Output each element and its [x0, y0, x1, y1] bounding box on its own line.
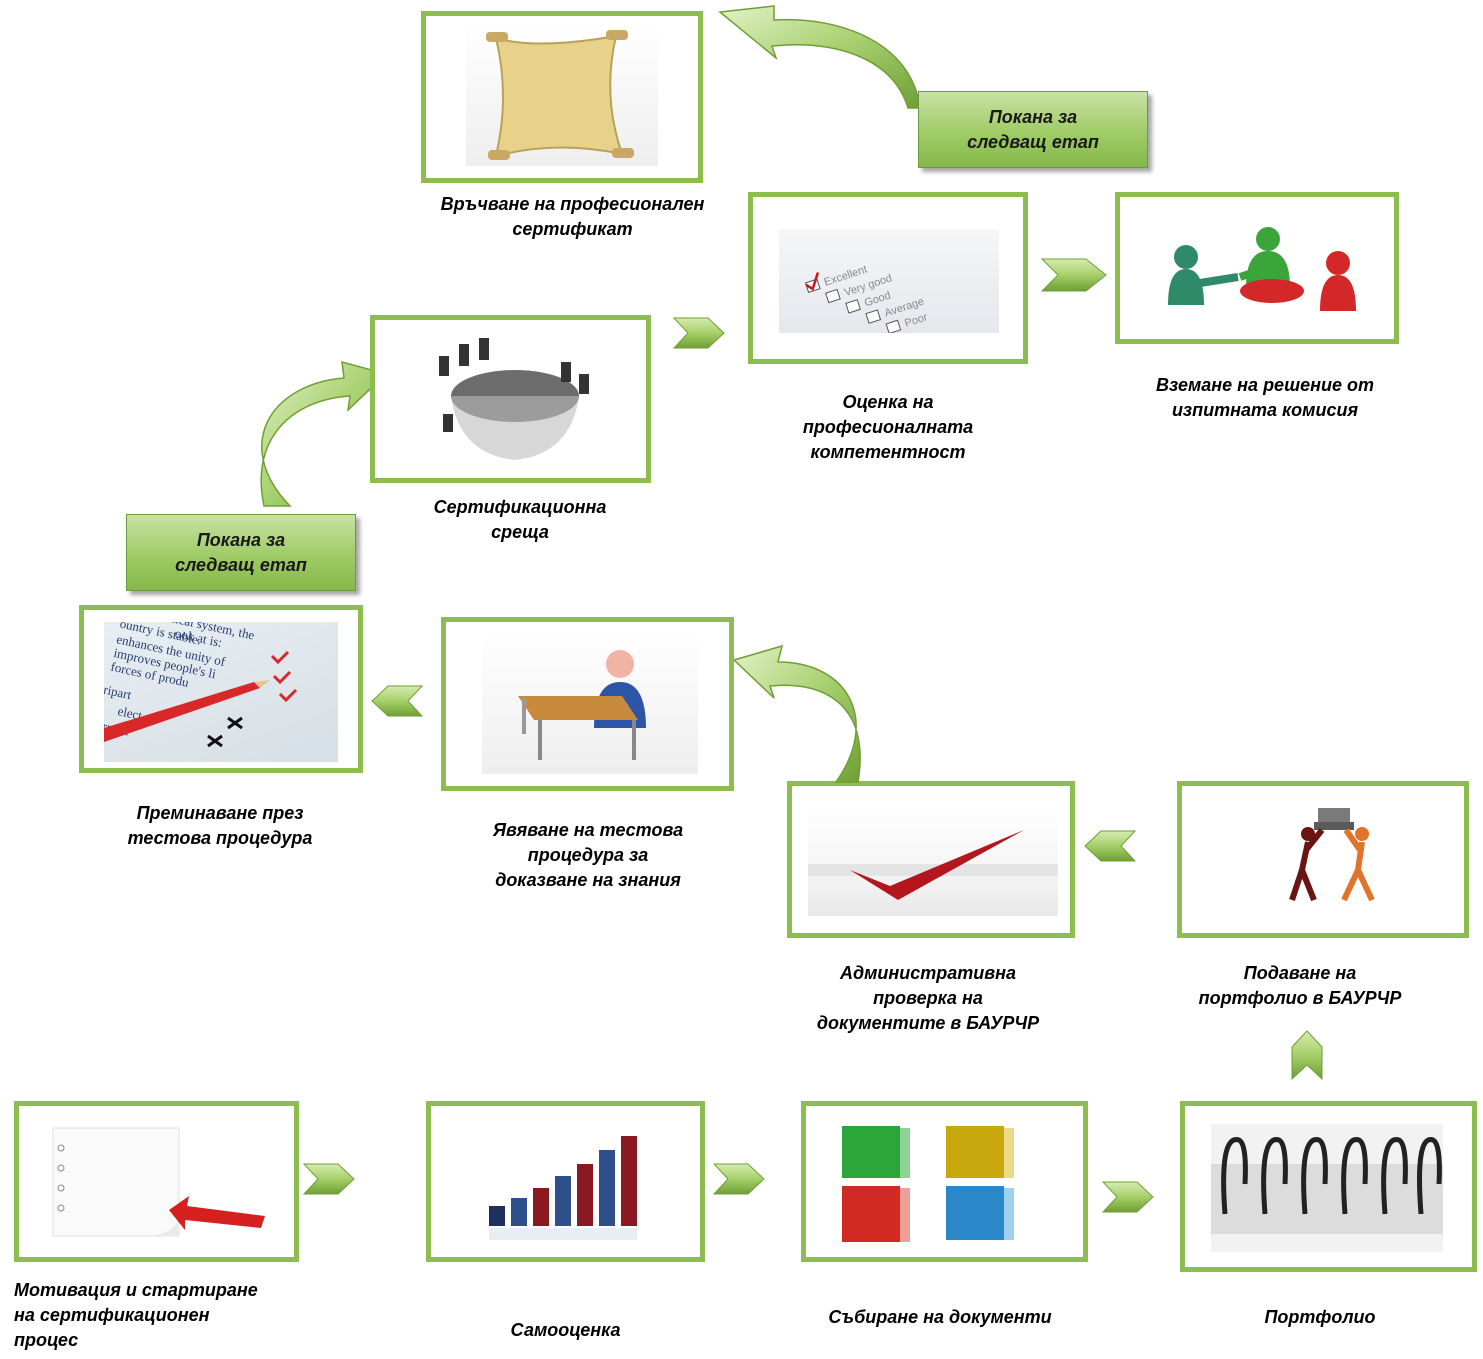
- step-caption-test-attend: Явяване на тестова процедура за доказван…: [492, 820, 684, 890]
- test-sheet-line: tripart: [104, 681, 133, 702]
- bar-chart-icon: [459, 1122, 675, 1242]
- step-caption-test-pass: Преминаване през тестова процедура: [127, 803, 313, 848]
- curved-arrow-icon: [730, 640, 870, 785]
- chevron-left-icon: [1083, 828, 1137, 864]
- chevron-right-icon: [712, 1161, 766, 1197]
- chevron-right-icon: [672, 315, 726, 351]
- step-caption-admin-check: Административна проверка на документите …: [816, 963, 1040, 1033]
- step-box-admin-check: [787, 781, 1075, 938]
- figures-carrying-icon: [1222, 800, 1432, 924]
- step-box-test-attend: [441, 617, 734, 791]
- chevron-right-icon: [302, 1161, 356, 1197]
- step-caption-cert-meeting: Сертификационна среща: [433, 497, 607, 542]
- step-box-award: [421, 11, 703, 183]
- notepad-arrow-icon: [39, 1124, 275, 1242]
- step-caption-evaluation: Оценка на професионалната компетентност: [802, 392, 974, 462]
- next-stage-banner-top: Покана за следващ етап: [918, 91, 1148, 168]
- test-sheet-icon: olitical system, the ook at is: ountry i…: [104, 622, 338, 762]
- step-caption-motivation: Мотивация и стартиране на сертификационе…: [14, 1280, 258, 1350]
- next-stage-banner-left: Покана за следващ етап: [126, 514, 356, 591]
- step-box-decision: [1115, 192, 1399, 344]
- step-caption-collect-docs: Събиране на документи: [828, 1307, 1052, 1327]
- step-caption-submit-portfolio: Подаване на портфолио в БАУРЧР: [1198, 963, 1402, 1008]
- spiral-binder-icon: [1211, 1124, 1443, 1252]
- chevron-right-icon: [1040, 255, 1108, 295]
- figures-handshake-icon: [1142, 217, 1382, 327]
- scroll-icon: [466, 26, 658, 166]
- person-at-desk-icon: [482, 634, 698, 774]
- step-box-collect-docs: [801, 1101, 1088, 1262]
- step-box-test-pass: olitical system, the ook at is: ountry i…: [79, 605, 363, 773]
- checklist-label: Poor: [903, 311, 929, 330]
- step-box-evaluation: Excellent Very good Good Average Poor: [748, 192, 1028, 364]
- step-caption-decision: Вземане на решение от изпитната комисия: [1156, 375, 1374, 420]
- books-icon: [834, 1122, 1058, 1246]
- step-box-self-assessment: [426, 1101, 705, 1262]
- chevron-left-icon: [370, 683, 424, 719]
- step-caption-portfolio: Портфолио: [1264, 1307, 1376, 1327]
- meeting-table-icon: [415, 334, 611, 466]
- step-caption-award: Връчване на професионален сертификат: [440, 194, 705, 239]
- step-box-submit-portfolio: [1177, 781, 1469, 938]
- chevron-right-icon: [1101, 1179, 1155, 1215]
- curved-arrow-icon: [250, 360, 390, 510]
- checkmark-icon: [808, 804, 1058, 916]
- step-box-cert-meeting: [370, 315, 651, 483]
- checklist-icon: Excellent Very good Good Average Poor: [779, 229, 999, 333]
- step-box-motivation: [14, 1101, 299, 1262]
- curved-arrow-icon: [712, 4, 922, 114]
- step-box-portfolio: [1180, 1101, 1477, 1272]
- chevron-up-icon: [1289, 1029, 1325, 1081]
- step-caption-self-assessment: Самооценка: [510, 1320, 621, 1340]
